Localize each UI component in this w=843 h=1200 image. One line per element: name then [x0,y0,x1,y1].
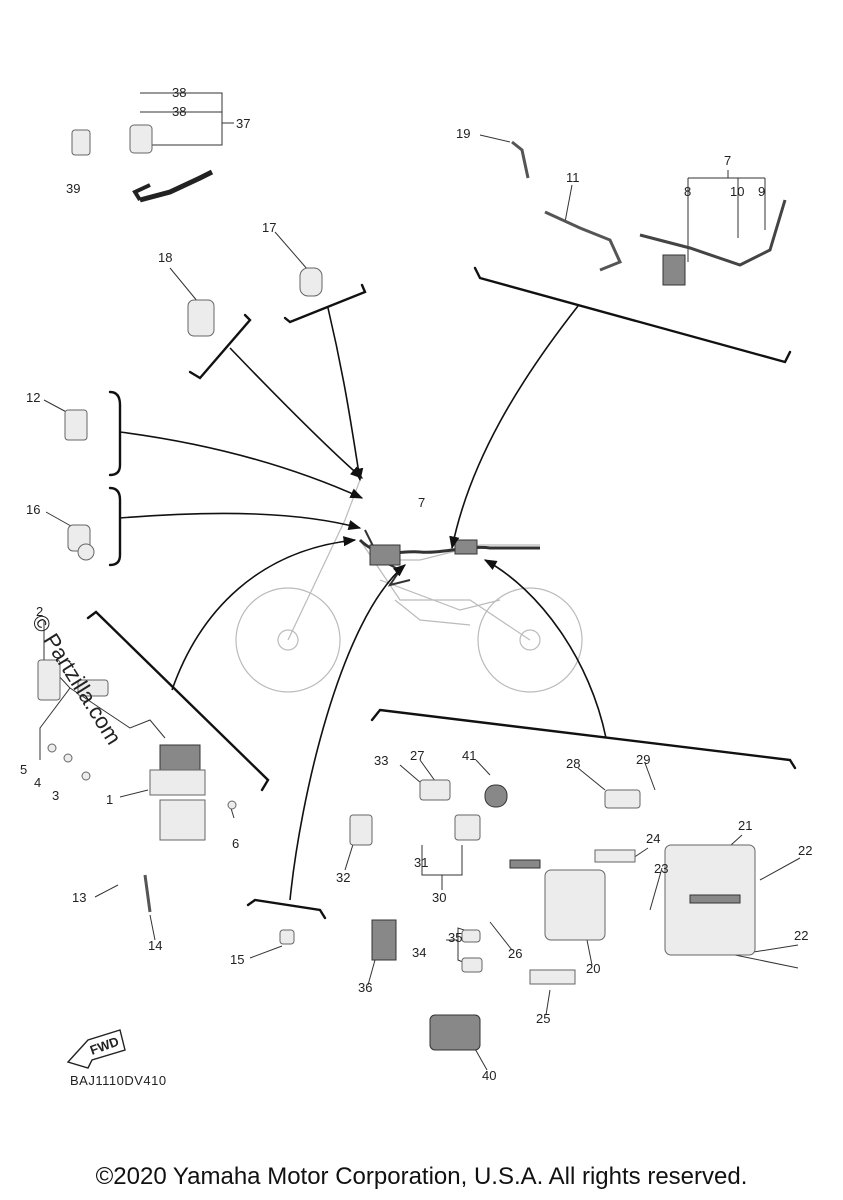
callout-9: 9 [758,184,765,199]
callout-7: 7 [724,153,731,168]
callout-lines [39,92,801,1071]
leader-arrows [119,305,607,901]
callout-8: 8 [684,184,691,199]
callout-7: 7 [418,495,425,510]
callout-3: 3 [52,788,59,803]
callout-4: 4 [34,775,41,790]
wire-harness [358,529,540,587]
copyright-notice: ©2020 Yamaha Motor Corporation, U.S.A. A… [95,1163,748,1190]
callout-29: 29 [636,752,650,767]
parts [37,124,787,1051]
diagram-code: BAJ1110DV410 [70,1073,167,1088]
callout-31: 31 [414,855,428,870]
callout-39: 39 [66,181,80,196]
callout-27: 27 [410,748,424,763]
callout-34: 34 [412,945,426,960]
callout-41: 41 [462,748,476,763]
callout-numbers: 38 38 37 39 19 11 7 8 10 9 17 18 12 16 7… [20,85,812,1083]
callout-21: 21 [738,818,752,833]
callout-12: 12 [26,390,40,405]
callout-14: 14 [148,938,162,953]
callout-25: 25 [536,1011,550,1026]
callout-35: 35 [448,930,462,945]
callout-10: 10 [730,184,744,199]
callout-6: 6 [232,836,239,851]
fwd-arrow-icon: FWD [66,1029,126,1069]
callout-17: 17 [262,220,276,235]
callout-20: 20 [586,961,600,976]
callout-32: 32 [336,870,350,885]
callout-28: 28 [566,756,580,771]
callout-36: 36 [358,980,372,995]
callout-38: 38 [172,85,186,100]
callout-1: 1 [106,792,113,807]
callout-5: 5 [20,762,27,777]
callout-30: 30 [432,890,446,905]
callout-26: 26 [508,946,522,961]
callout-23: 23 [654,861,668,876]
callout-13: 13 [72,890,86,905]
callout-2: 2 [36,604,43,619]
callout-40: 40 [482,1068,496,1083]
callout-24: 24 [646,831,660,846]
brackets [86,266,797,920]
callout-16: 16 [26,502,40,517]
callout-18: 18 [158,250,172,265]
callout-15: 15 [230,952,244,967]
callout-19: 19 [456,126,470,141]
callout-22: 22 [794,928,808,943]
callout-38: 38 [172,104,186,119]
callout-33: 33 [374,753,388,768]
callout-22: 22 [798,843,812,858]
callout-11: 11 [566,170,580,185]
callout-37: 37 [236,116,250,131]
motorcycle-outline [235,479,583,693]
